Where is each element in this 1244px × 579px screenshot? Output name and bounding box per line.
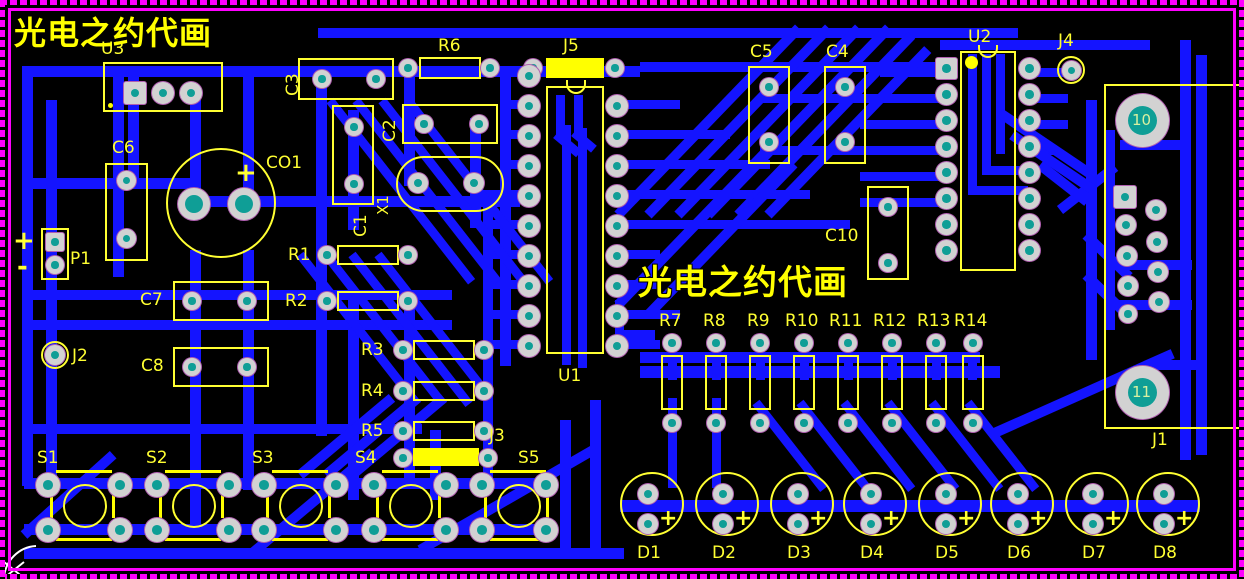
watermark-text: 光电之约代画 — [638, 263, 848, 303]
polarity-plus-d1: + — [659, 506, 678, 531]
polarity-plus-co1: + — [235, 158, 257, 188]
designator-r4: R4 — [361, 381, 384, 401]
designator-r3: R3 — [361, 340, 384, 360]
designator-r8: R8 — [703, 311, 726, 331]
designator-d2: D2 — [712, 543, 736, 563]
board-edge-bottom — [0, 574, 1244, 579]
designator-u2: U2 — [968, 27, 992, 47]
designator-s3: S3 — [252, 448, 274, 468]
designator-c10: C10 — [825, 226, 859, 246]
designator-x1: X1 — [374, 195, 392, 215]
board-edge-inner-left — [8, 8, 11, 571]
designator-c2: C2 — [380, 119, 400, 142]
designator-j4: J4 — [1058, 31, 1074, 51]
designator-d6: D6 — [1007, 543, 1031, 563]
board-edge-top — [0, 0, 1244, 5]
designator-r2: R2 — [285, 291, 308, 311]
designator-c1: C1 — [351, 214, 371, 237]
board-edge-inner-right — [1233, 8, 1236, 571]
designator-d1: D1 — [637, 543, 661, 563]
polarity-minus-p1: - — [17, 252, 28, 282]
page-title: 光电之约代画 — [14, 14, 213, 52]
designator-c5: C5 — [750, 42, 773, 62]
designator-d3: D3 — [787, 543, 811, 563]
designator-s4: S4 — [355, 448, 377, 468]
board-edge-left — [0, 0, 5, 579]
designator-c3: C3 — [283, 73, 303, 96]
board-edge-inner-top — [8, 8, 1236, 11]
board-edge-right — [1239, 0, 1244, 579]
designator-r9: R9 — [747, 311, 770, 331]
designator-d4: D4 — [860, 543, 884, 563]
designator-s2: S2 — [146, 448, 168, 468]
polarity-plus-d7: + — [1104, 506, 1123, 531]
designator-p1: P1 — [70, 249, 92, 269]
designator-d7: D7 — [1082, 543, 1106, 563]
designator-r6: R6 — [438, 36, 461, 56]
polarity-plus-d4: + — [882, 506, 901, 531]
designator-r1: R1 — [288, 245, 311, 265]
designator-r13: R13 — [917, 311, 951, 331]
designator-r11: R11 — [829, 311, 863, 331]
designator-d8: D8 — [1153, 543, 1177, 563]
designator-u3: U3 — [101, 39, 125, 59]
board-edge-inner-bottom — [8, 568, 1236, 571]
designator-c6: C6 — [112, 138, 135, 158]
polarity-plus-d8: + — [1175, 506, 1194, 531]
polarity-plus-d5: + — [957, 506, 976, 531]
designator-j2: J2 — [72, 346, 88, 366]
designator-r10: R10 — [785, 311, 819, 331]
designator-c8: C8 — [141, 356, 164, 376]
designator-r5: R5 — [361, 421, 384, 441]
designator-r14: R14 — [954, 311, 988, 331]
polarity-plus-d3: + — [809, 506, 828, 531]
polarity-plus-d2: + — [734, 506, 753, 531]
designator-j1: J1 — [1152, 430, 1168, 450]
designator-r12: R12 — [873, 311, 907, 331]
designator-j3: J3 — [489, 426, 505, 446]
designator-j5: J5 — [563, 36, 579, 56]
polarity-plus-p1: + — [13, 226, 35, 256]
designator-co1: CO1 — [266, 153, 303, 173]
polarity-plus-d6: + — [1029, 506, 1048, 531]
designator-c7: C7 — [140, 290, 163, 310]
designator-u1: U1 — [558, 366, 582, 386]
designator-r7: R7 — [659, 311, 682, 331]
designator-c4: C4 — [826, 42, 849, 62]
designator-s5: S5 — [518, 448, 540, 468]
designator-d5: D5 — [935, 543, 959, 563]
designator-s1: S1 — [37, 448, 59, 468]
